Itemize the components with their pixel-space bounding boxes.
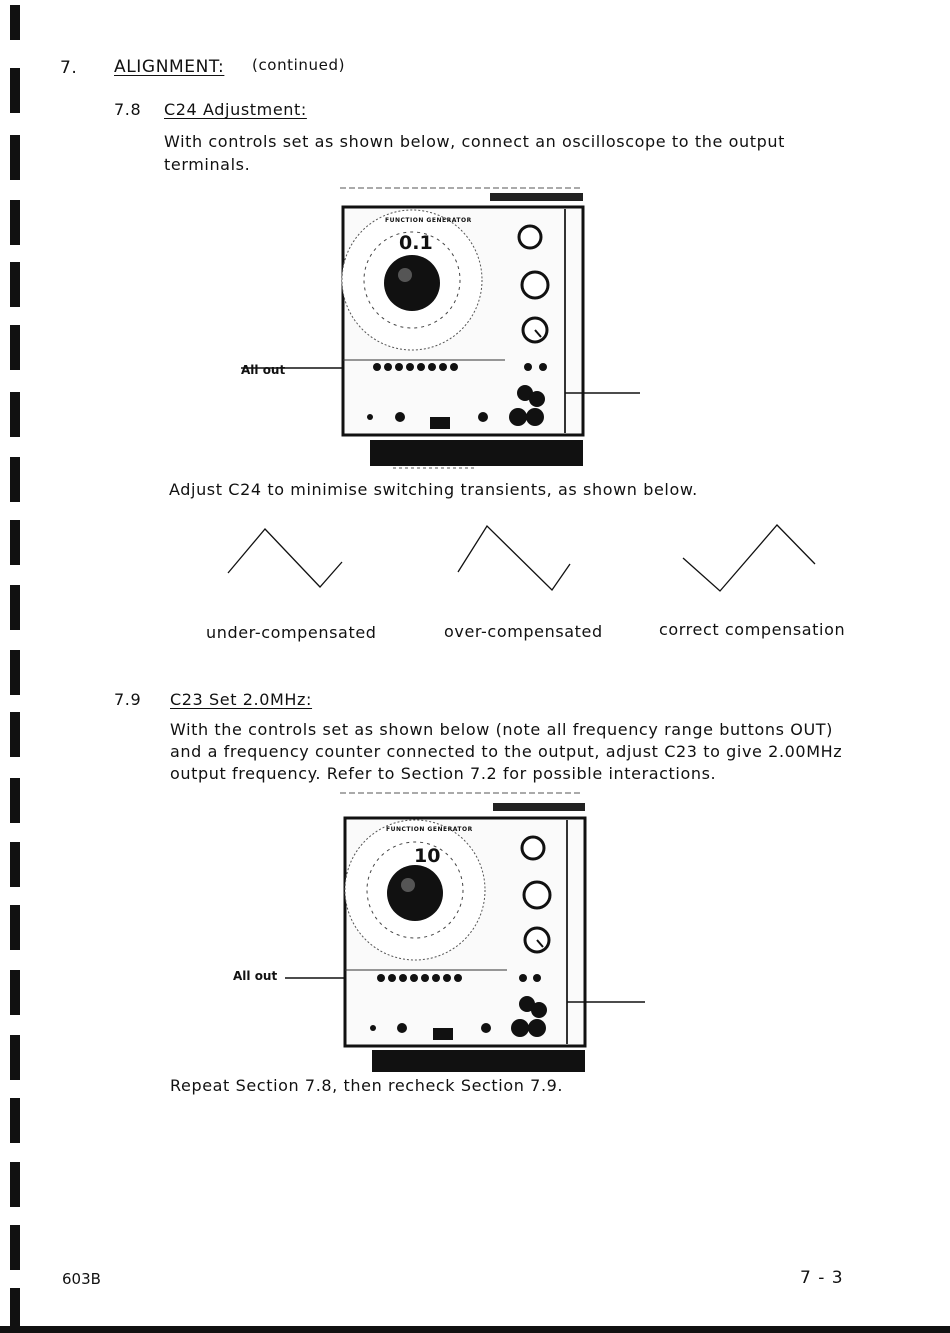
paragraph-7-9-line1: With the controls set as shown below (no…	[170, 720, 834, 739]
subsection-title-7-9: C23 Set 2.0MHz:	[170, 690, 313, 709]
subsection-title-7-8: C24 Adjustment:	[164, 100, 307, 119]
function-generator-photo-2	[285, 792, 645, 1072]
photo-1-dial-value: 0.1	[399, 232, 433, 254]
subsection-number-7-8: 7.8	[114, 100, 142, 119]
footer-page-number: 7 - 3	[800, 1268, 844, 1288]
photo-2-dial-value: 10	[414, 845, 441, 867]
photo-2-callout-all-out: All out	[233, 969, 278, 983]
adjust-c24-instruction: Adjust C24 to minimise switching transie…	[169, 480, 698, 499]
waveform-over-compensated	[457, 524, 571, 592]
label-under-compensated: under-compensated	[206, 623, 377, 642]
repeat-instruction: Repeat Section 7.8, then recheck Section…	[170, 1076, 564, 1095]
label-correct-compensation: correct compensation	[659, 620, 846, 639]
paragraph-7-8-line1: With controls set as shown below, connec…	[164, 132, 785, 151]
section-continued: (continued)	[252, 56, 346, 74]
function-generator-photo-1	[241, 187, 640, 469]
photo-1-callout-all-out: All out	[241, 363, 286, 377]
subsection-number-7-9: 7.9	[114, 690, 142, 709]
waveform-under-compensated	[227, 528, 343, 588]
label-over-compensated: over-compensated	[444, 622, 603, 641]
section-number: 7.	[60, 58, 78, 78]
binding-edge	[0, 0, 30, 1333]
paragraph-7-9-line2: and a frequency counter connected to the…	[170, 742, 843, 761]
waveform-correct-compensation	[682, 524, 816, 592]
bottom-edge	[0, 1326, 950, 1333]
paragraph-7-9-line3: output frequency. Refer to Section 7.2 f…	[170, 764, 717, 783]
photo-1-panel-title: FUNCTION GENERATOR	[385, 217, 472, 224]
footer-model: 603B	[62, 1270, 101, 1288]
section-title: ALIGNMENT:	[114, 57, 225, 77]
paragraph-7-8-line2: terminals.	[164, 155, 251, 174]
photo-2-panel-title: FUNCTION GENERATOR	[386, 826, 473, 833]
